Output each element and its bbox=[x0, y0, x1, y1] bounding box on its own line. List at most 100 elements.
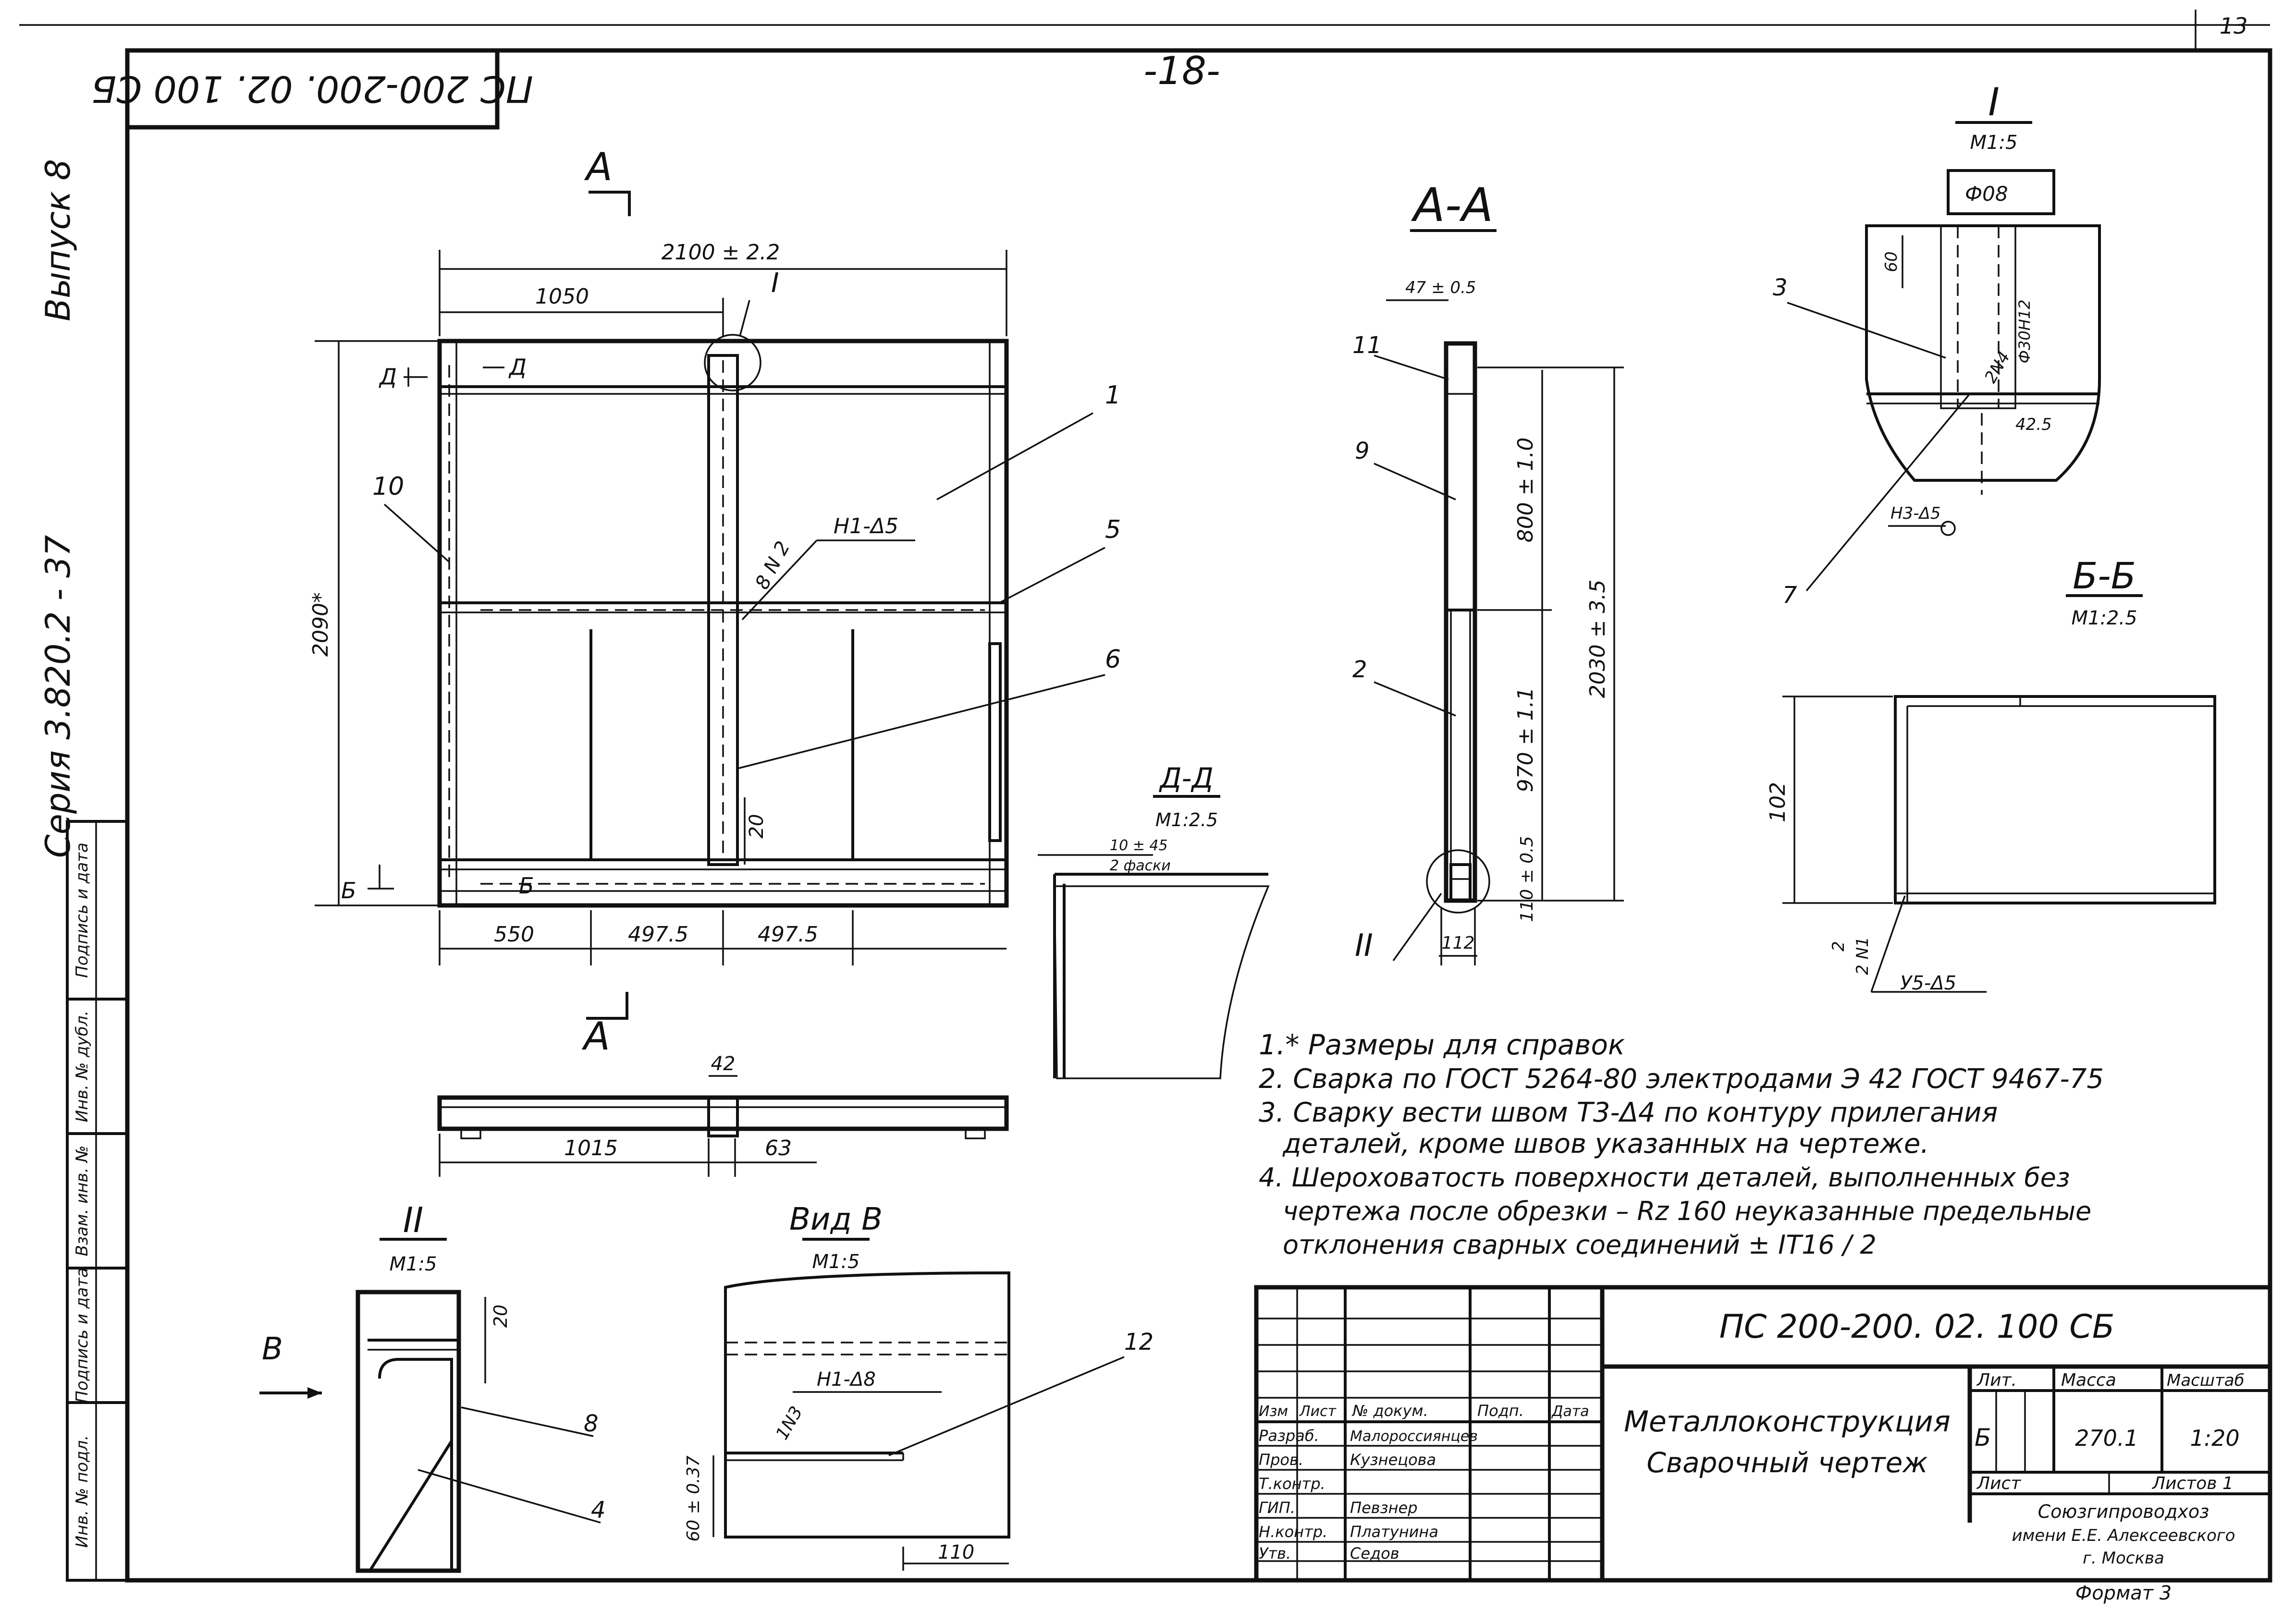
view-b-weld-tag: 1N3 bbox=[772, 1403, 807, 1443]
side-issue: Выпуск 8 bbox=[38, 159, 78, 321]
view-b-dim-height: 60 ± 0.37 bbox=[684, 1455, 703, 1541]
tb-role-3: Т.контр. bbox=[1259, 1475, 1326, 1493]
tb-role-4: ГИП. bbox=[1259, 1499, 1295, 1517]
bottom-dim-3: 497.5 bbox=[758, 922, 818, 947]
tb-name-2: Кузнецова bbox=[1350, 1451, 1436, 1469]
half-width: 1050 bbox=[535, 284, 589, 309]
aa-dim-bottom: 110 ± 0.5 bbox=[1517, 836, 1537, 922]
detail-i-weld-b: Н3-Δ5 bbox=[1890, 504, 1940, 523]
side-issue-group: Выпуск 8 bbox=[38, 159, 78, 321]
tb-role-2: Пров. bbox=[1259, 1451, 1303, 1469]
detail-i-callout-7: 7 bbox=[1782, 582, 1797, 609]
bb-dim-height: 102 bbox=[1766, 782, 1790, 822]
aa-dim-total: 2030 ± 3.5 bbox=[1585, 580, 1610, 698]
tb-header-data: Дата bbox=[1551, 1403, 1589, 1420]
tb-header-list: Лист bbox=[1299, 1403, 1337, 1420]
note-4c: отклонения сварных соединений ± IT16 / 2 bbox=[1283, 1230, 1877, 1260]
bottom-dim-2: 497.5 bbox=[628, 922, 688, 947]
tb-sheets-label: Листов 1 bbox=[2151, 1474, 2234, 1493]
aa-callout-2: 2 bbox=[1352, 656, 1367, 683]
stamp-cell-1: Инв. № подл. bbox=[73, 1435, 92, 1548]
detail-i-title: I bbox=[1988, 80, 2000, 124]
side-series: Серия 3.820.2 - 37 bbox=[38, 535, 78, 858]
view-arrow-b: В bbox=[262, 1331, 283, 1367]
tb-mass-value: 270.1 bbox=[2075, 1425, 2138, 1451]
view-b-dim-width: 110 bbox=[938, 1541, 974, 1563]
section-aa-title: А-А bbox=[1411, 178, 1493, 232]
tb-org-line2: имени Е.Е. Алексеевского bbox=[2012, 1526, 2235, 1545]
section-mark-top: А bbox=[584, 145, 613, 189]
detail-i-hole: Ф08 bbox=[1965, 182, 2008, 206]
view-b-title: Вид В bbox=[789, 1202, 883, 1237]
tb-name-1: Малороссиянцев bbox=[1350, 1428, 1478, 1445]
mirrored-code-box bbox=[125, 48, 500, 130]
aa-dim-top: 47 ± 0.5 bbox=[1405, 278, 1476, 297]
detail-ii-dim: 20 bbox=[490, 1305, 511, 1328]
section-dd: Д-Д М1:2.5 10 ± 45 2 фаски bbox=[1038, 762, 1270, 1079]
weld-label-main: Н1-Δ5 bbox=[834, 514, 898, 538]
tb-header-izm: Изм bbox=[1259, 1403, 1288, 1420]
weld-count: 8 N 2 bbox=[751, 537, 794, 593]
bb-weld: У5-Δ5 bbox=[1900, 972, 1956, 994]
stamp-cell-2: Подпись и дата bbox=[73, 1268, 92, 1403]
detail-ii: II М1:5 20 В 8 4 bbox=[259, 1200, 606, 1573]
detail-ii-title: II bbox=[403, 1200, 423, 1240]
aa-callout-9: 9 bbox=[1355, 438, 1370, 464]
section-aa: А-А 47 ± 0.5 800 ± 1.0 2030 ± 3.5 970 ± … bbox=[1352, 178, 1624, 965]
corner-number: 13 bbox=[2220, 13, 2248, 39]
plan-dim-1015: 1015 bbox=[564, 1136, 618, 1160]
callout-10: 6 bbox=[1105, 645, 1121, 674]
gap-dim: 20 bbox=[746, 814, 768, 839]
detail-i-dim-425: 42.5 bbox=[2015, 415, 2052, 434]
callout-1: 1 bbox=[1105, 381, 1121, 410]
stamp-cell-4: Инв. № дубл. bbox=[73, 1011, 92, 1123]
aa-dim-upper: 800 ± 1.0 bbox=[1513, 438, 1538, 543]
aa-dim-lower: 970 ± 1.1 bbox=[1513, 687, 1538, 793]
cut-b-right: Б bbox=[519, 873, 534, 899]
section-dd-title: Д-Д bbox=[1158, 762, 1214, 794]
tb-lit-label: Лит. bbox=[1976, 1370, 2017, 1390]
detail-i-callout-3: 3 bbox=[1773, 274, 1788, 301]
plan-view: А 42 1015 63 bbox=[437, 992, 1009, 1177]
section-bb-scale: М1:2.5 bbox=[2071, 607, 2137, 629]
main-view: А 2100 ± 2.2 1050 I bbox=[308, 145, 1121, 965]
section-dd-scale: М1:2.5 bbox=[1155, 809, 1218, 830]
dd-dim: 10 ± 45 bbox=[1110, 837, 1168, 854]
detail-i-scale: М1:5 bbox=[1970, 132, 2018, 154]
stamp-cell-5: Подпись и дата bbox=[73, 843, 92, 978]
section-mark-bottom: А bbox=[581, 1014, 610, 1059]
side-stamp: Инв. № подл. Подпись и дата Взам. инв. №… bbox=[66, 820, 129, 1582]
view-b: Вид В М1:5 Н1-Δ8 1N3 60 ± 0.37 110 12 bbox=[684, 1202, 1154, 1571]
side-series-group: Серия 3.820.2 - 37 bbox=[38, 535, 78, 858]
aa-dim-base: 112 bbox=[1442, 933, 1475, 953]
cut-d-left: Д bbox=[379, 364, 397, 390]
tb-sheet-label: Лист bbox=[1976, 1474, 2021, 1493]
tb-role-1: Разраб. bbox=[1259, 1427, 1319, 1445]
frame-height: 2090* bbox=[308, 592, 333, 657]
dd-note: 2 фаски bbox=[1110, 857, 1171, 874]
tb-name-line2: Сварочный чертеж bbox=[1646, 1446, 1927, 1479]
detail-mark-i: I bbox=[771, 268, 779, 299]
tb-name-line1: Металлоконструкция bbox=[1624, 1405, 1951, 1439]
detail-ii-scale: М1:5 bbox=[390, 1253, 437, 1275]
note-4b: чертежа после обрезки – Rz 160 неуказанн… bbox=[1283, 1196, 2091, 1226]
tb-role-6: Утв. bbox=[1259, 1544, 1291, 1563]
plan-dim-63: 63 bbox=[765, 1136, 792, 1160]
note-2: 2. Сварка по ГОСТ 5264-80 электродами Э … bbox=[1259, 1063, 2104, 1095]
bottom-dim-1: 550 bbox=[494, 922, 534, 947]
note-1: 1.* Размеры для справок bbox=[1259, 1028, 1625, 1061]
mirrored-code: ПС 200-200. 02. 100 СБ bbox=[91, 68, 533, 110]
view-b-weld: Н1-Δ8 bbox=[817, 1368, 876, 1391]
tb-scale-label: Масштаб bbox=[2167, 1371, 2245, 1390]
page-marker: -18- bbox=[1143, 49, 1220, 93]
note-3b: деталей, кроме швов указанных на чертеже… bbox=[1282, 1128, 1929, 1160]
bb-dim-2n1: 2 N1 bbox=[1853, 937, 1872, 975]
section-bb-title: Б-Б bbox=[2073, 554, 2136, 597]
plan-dim-42: 42 bbox=[711, 1053, 736, 1075]
view-b-scale: М1:5 bbox=[812, 1251, 860, 1273]
tb-role-5: Н.контр. bbox=[1259, 1523, 1327, 1541]
note-4: 4. Шероховатость поверхности деталей, вы… bbox=[1259, 1162, 2070, 1193]
tb-org-line3: г. Москва bbox=[2083, 1549, 2164, 1568]
